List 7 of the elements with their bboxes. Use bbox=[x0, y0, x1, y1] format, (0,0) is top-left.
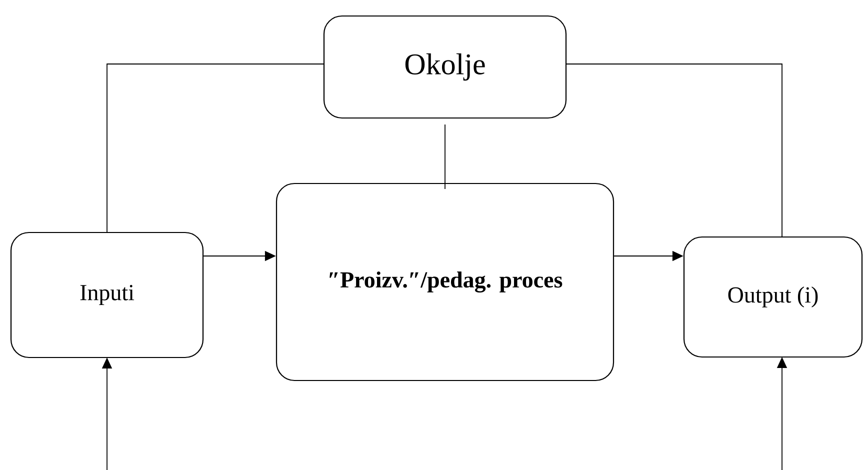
process-box: ″Proizv.″/pedag. proces bbox=[276, 182, 614, 382]
process-box: Okolje bbox=[323, 15, 567, 119]
connector-line bbox=[106, 64, 324, 233]
process-box: Inputi bbox=[10, 232, 204, 358]
process-box: Output (i) bbox=[683, 236, 863, 358]
connector-line bbox=[444, 124, 446, 190]
connector-line bbox=[566, 64, 782, 238]
